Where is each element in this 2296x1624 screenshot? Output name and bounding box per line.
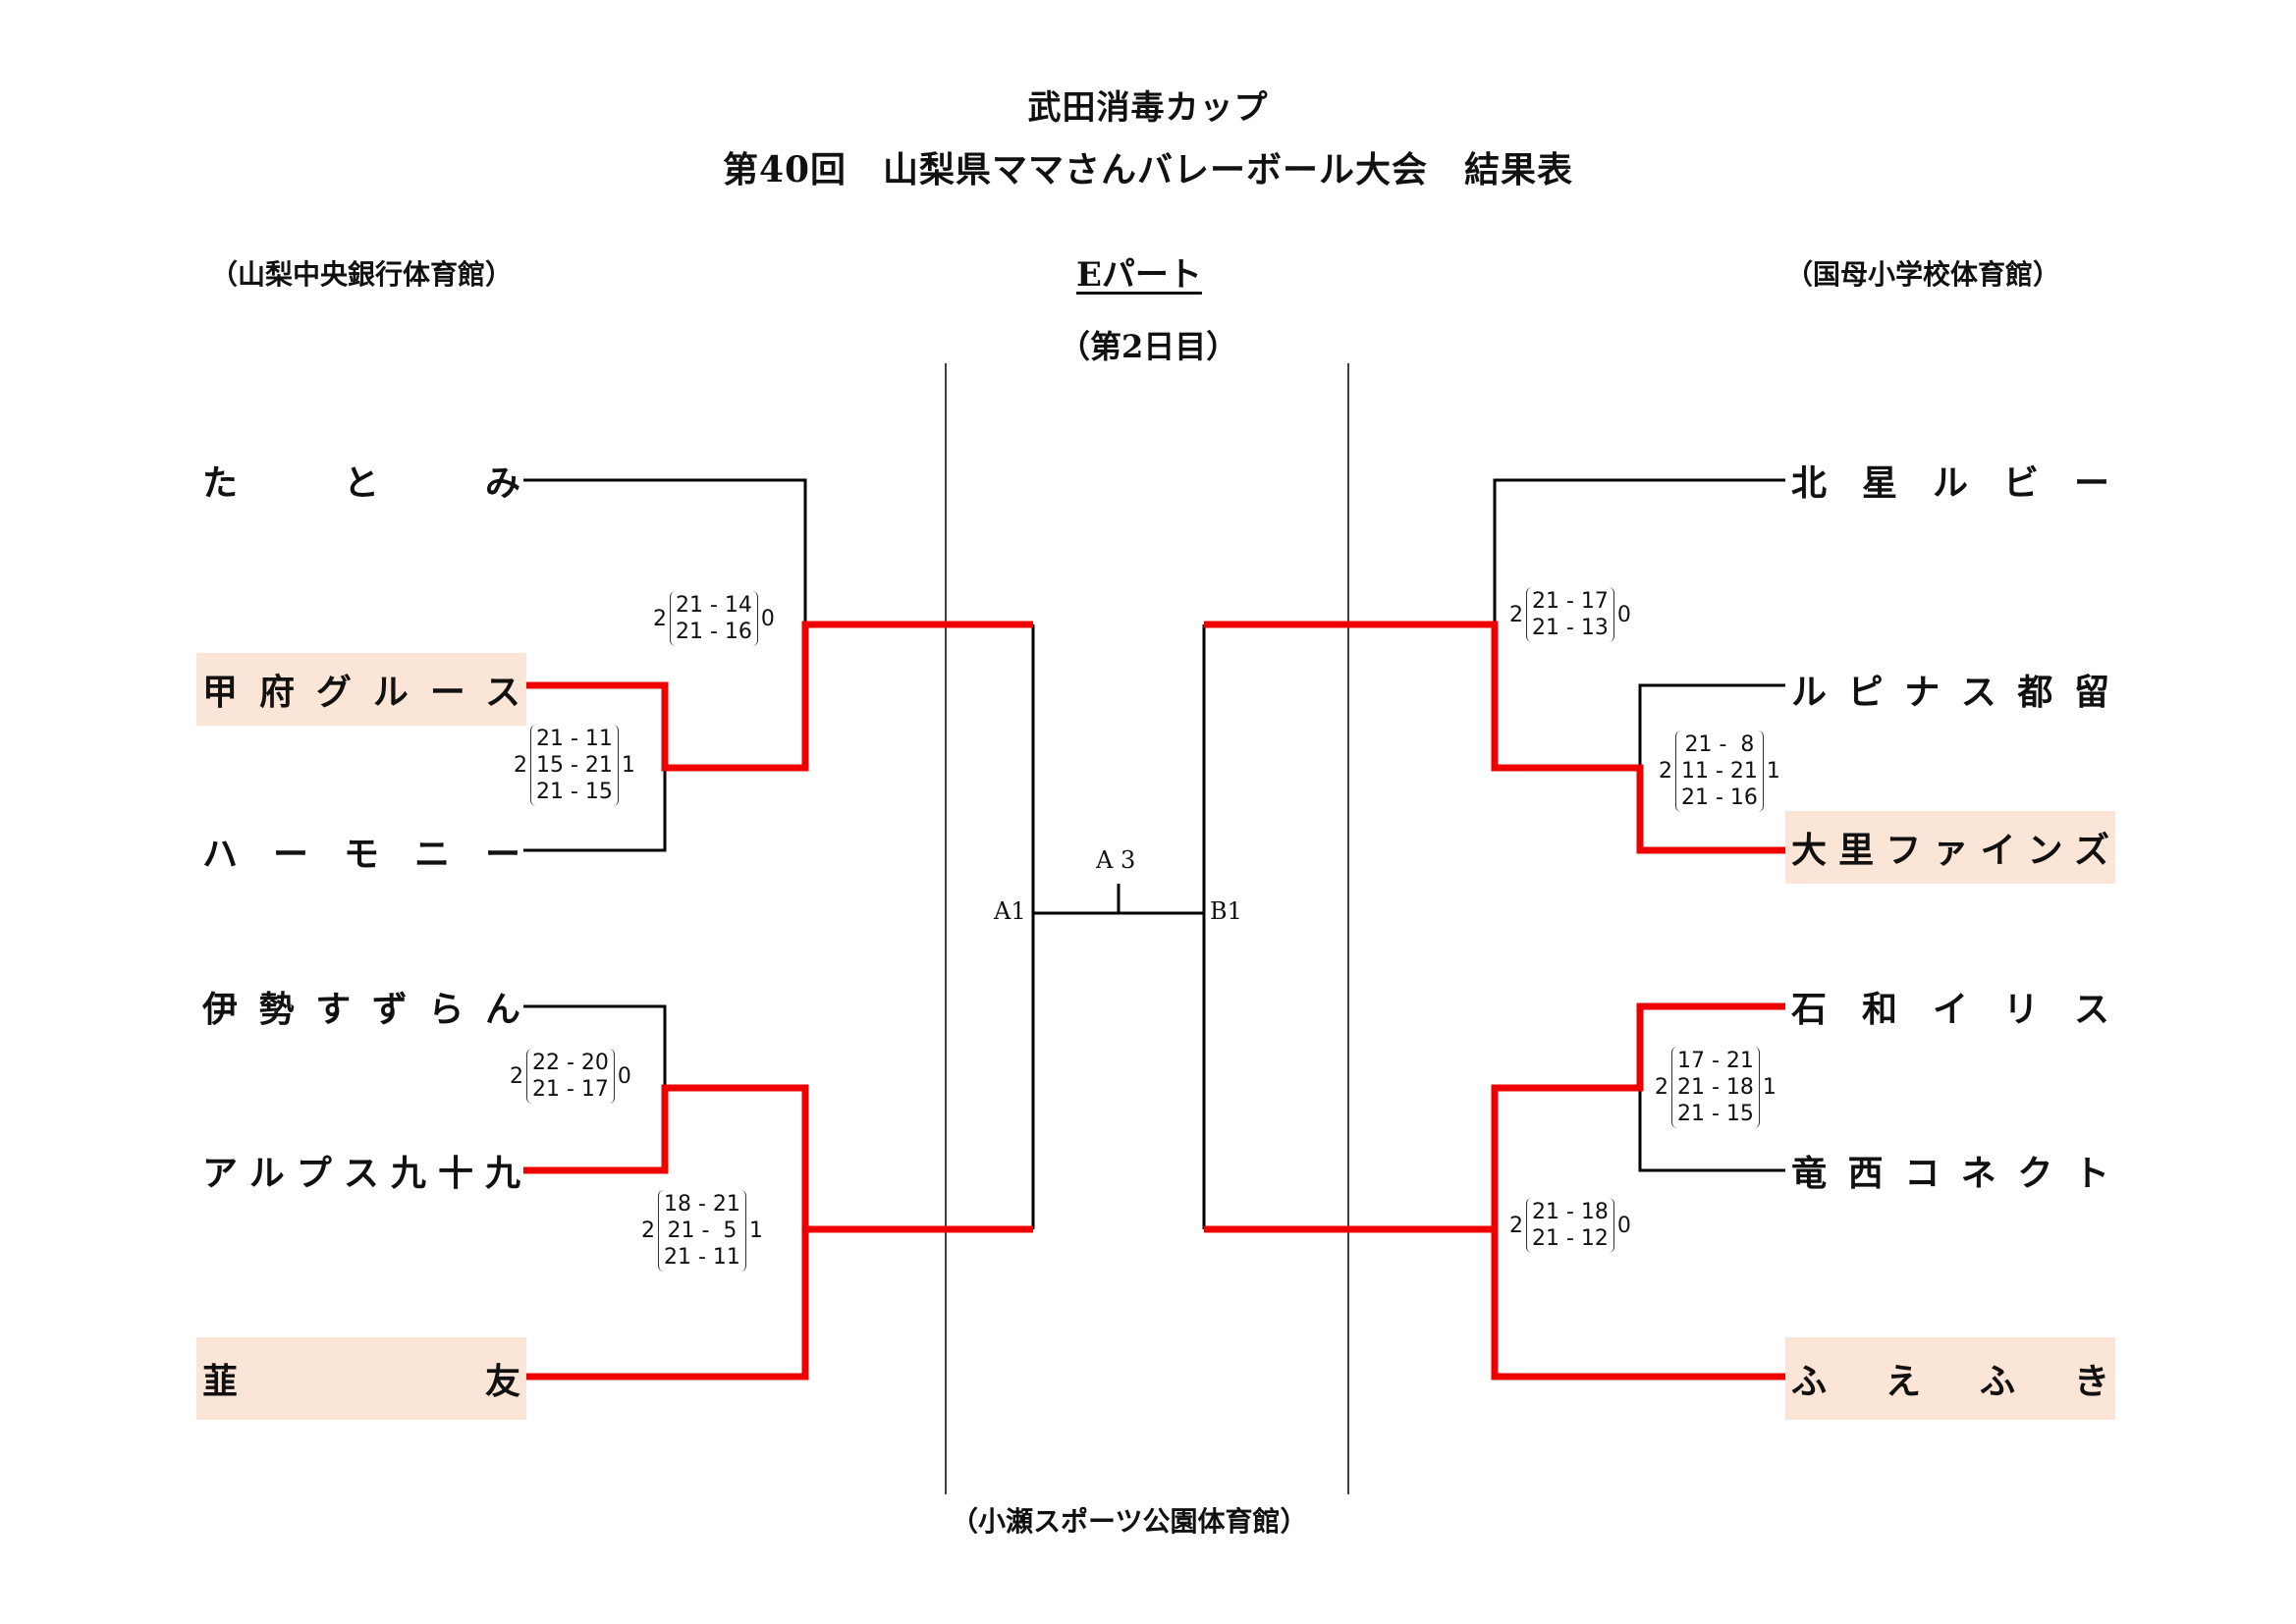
team-name: 韮友 (202, 1361, 520, 1402)
line-osato (1204, 621, 1785, 854)
sets-won-b: 1 (1766, 759, 1780, 784)
team-name: 大里ファインズ (1791, 830, 2109, 871)
score-right-r2-bottom: 2 21 - 18 21 - 12 0 (1506, 1198, 1634, 1253)
set-score: 21 - 13 (1532, 616, 1609, 640)
sets-won-b: 1 (621, 753, 635, 778)
sets-won-a: 2 (641, 1218, 655, 1243)
set-score: 21 - 18 (1532, 1200, 1609, 1224)
team-name: 石和イリス (1791, 989, 2109, 1030)
line-nirayu (523, 1225, 1033, 1380)
sets-won-a: 2 (510, 1063, 523, 1089)
line-ise (523, 1004, 667, 1088)
set-scores: 21 - 8 11 - 21 21 - 16 (1675, 731, 1764, 812)
line-ryusai (1638, 1088, 1785, 1172)
day-label: （第2日目） (1059, 328, 1238, 365)
team-left-3: ハーモニー (196, 815, 526, 888)
set-scores: 22 - 20 21 - 17 (526, 1049, 615, 1104)
team-right-5: 竜西コネクト (1785, 1134, 2115, 1207)
sets-won-a: 2 (1509, 602, 1523, 627)
sets-won-a: 2 (514, 753, 527, 778)
venue-left: （山梨中央銀行体育館） (210, 258, 514, 291)
set-score: 21 - 11 (536, 727, 613, 751)
venue-right: （国母小学校体育館） (1785, 258, 2061, 291)
team-left-5: アルプス九十九 (196, 1134, 526, 1207)
sets-won-b: 0 (1616, 1213, 1631, 1238)
venue-bottom: （小瀬スポーツ公園体育館） (951, 1505, 1308, 1538)
score-left-r2-bottom: 2 18 - 21 21 - 5 21 - 11 1 (638, 1190, 766, 1272)
team-left-6: 韮友 (196, 1337, 526, 1420)
set-scores: 21 - 18 21 - 12 (1526, 1198, 1614, 1253)
line-tatomi (523, 478, 807, 624)
team-name: 竜西コネクト (1791, 1153, 2109, 1194)
team-name: ハーモニー (202, 834, 520, 875)
set-score: 21 - 17 (532, 1077, 609, 1102)
sets-won-b: 0 (1616, 602, 1631, 627)
final-match-label: A 3 (1096, 846, 1136, 874)
line-fuefuki (1204, 1225, 1785, 1380)
line-alps (523, 1084, 809, 1229)
sets-won-b: 0 (760, 606, 775, 631)
set-score: 21 - 16 (676, 620, 752, 644)
team-name: たとみ (202, 462, 520, 504)
set-score: 21 - 12 (1532, 1226, 1609, 1251)
team-name: 甲府グルース (202, 672, 520, 713)
team-right-1: 北星ルビー (1785, 444, 2115, 516)
set-score: 21 - 16 (1681, 785, 1758, 810)
sets-won-a: 2 (653, 606, 667, 631)
team-name: ふえふき (1791, 1361, 2109, 1402)
sets-won-a: 2 (1655, 1075, 1668, 1100)
line-isawa (1491, 1002, 1785, 1229)
team-right-4: 石和イリス (1785, 970, 2115, 1043)
part-label: Eパート (1076, 255, 1202, 295)
score-left-r1-bottom: 2 22 - 20 21 - 17 0 (507, 1049, 634, 1104)
main-title: 第40回 山梨県ママさんバレーボール大会 結果表 (722, 149, 1574, 190)
set-scores: 18 - 21 21 - 5 21 - 11 (658, 1190, 746, 1272)
final-slot-left: A1 (994, 897, 1026, 925)
set-score: 21 - 17 (1532, 589, 1609, 614)
team-left-2: 甲府グルース (196, 653, 526, 726)
line-harmony (523, 768, 667, 852)
score-right-r1-top: 2 21 - 8 11 - 21 21 - 16 1 (1656, 731, 1783, 812)
sets-won-b: 1 (1762, 1075, 1777, 1100)
sets-won-a: 2 (1659, 759, 1672, 784)
team-name: ルピナス都留 (1791, 672, 2109, 713)
team-left-4: 伊勢すずらん (196, 970, 526, 1043)
set-score: 21 - 18 (1677, 1075, 1754, 1100)
final-slot-right: B1 (1210, 897, 1242, 925)
set-score: 21 - 11 (664, 1245, 740, 1270)
set-score: 21 - 14 (676, 593, 752, 618)
set-scores: 17 - 21 21 - 18 21 - 15 (1671, 1047, 1760, 1128)
set-score: 11 - 21 (1681, 759, 1758, 784)
set-score: 21 - 15 (1677, 1102, 1754, 1126)
score-right-r2-top: 2 21 - 17 21 - 13 0 (1506, 587, 1634, 642)
team-name: 伊勢すずらん (202, 989, 520, 1030)
team-right-2: ルピナス都留 (1785, 653, 2115, 726)
set-scores: 21 - 14 21 - 16 (670, 591, 758, 646)
sets-won-b: 1 (748, 1218, 763, 1243)
set-score: 17 - 21 (1677, 1049, 1754, 1073)
team-right-3: 大里ファインズ (1785, 811, 2115, 884)
sets-won-b: 0 (617, 1063, 631, 1089)
team-name: アルプス九十九 (202, 1153, 520, 1194)
set-score: 15 - 21 (536, 753, 613, 778)
set-score: 22 - 20 (532, 1051, 609, 1075)
score-left-r2-top: 2 21 - 14 21 - 16 0 (650, 591, 778, 646)
team-right-6: ふえふき (1785, 1337, 2115, 1420)
line-kofu-glues (523, 621, 1033, 772)
line-hokusei (1493, 478, 1785, 624)
set-score: 21 - 8 (1684, 732, 1755, 757)
set-scores: 21 - 17 21 - 13 (1526, 587, 1614, 642)
set-score: 21 - 5 (667, 1218, 738, 1243)
score-left-r1-top: 2 21 - 11 15 - 21 21 - 15 1 (511, 725, 638, 806)
sponsor-title: 武田消毒カップ (1027, 88, 1269, 128)
set-score: 21 - 15 (536, 780, 613, 804)
team-name: 北星ルビー (1791, 462, 2109, 504)
team-left-1: たとみ (196, 444, 526, 516)
line-lupinus (1638, 683, 1785, 768)
score-right-r1-bottom: 2 17 - 21 21 - 18 21 - 15 1 (1652, 1047, 1779, 1128)
set-scores: 21 - 11 15 - 21 21 - 15 (530, 725, 619, 806)
set-score: 18 - 21 (664, 1192, 740, 1217)
sets-won-a: 2 (1509, 1213, 1523, 1238)
